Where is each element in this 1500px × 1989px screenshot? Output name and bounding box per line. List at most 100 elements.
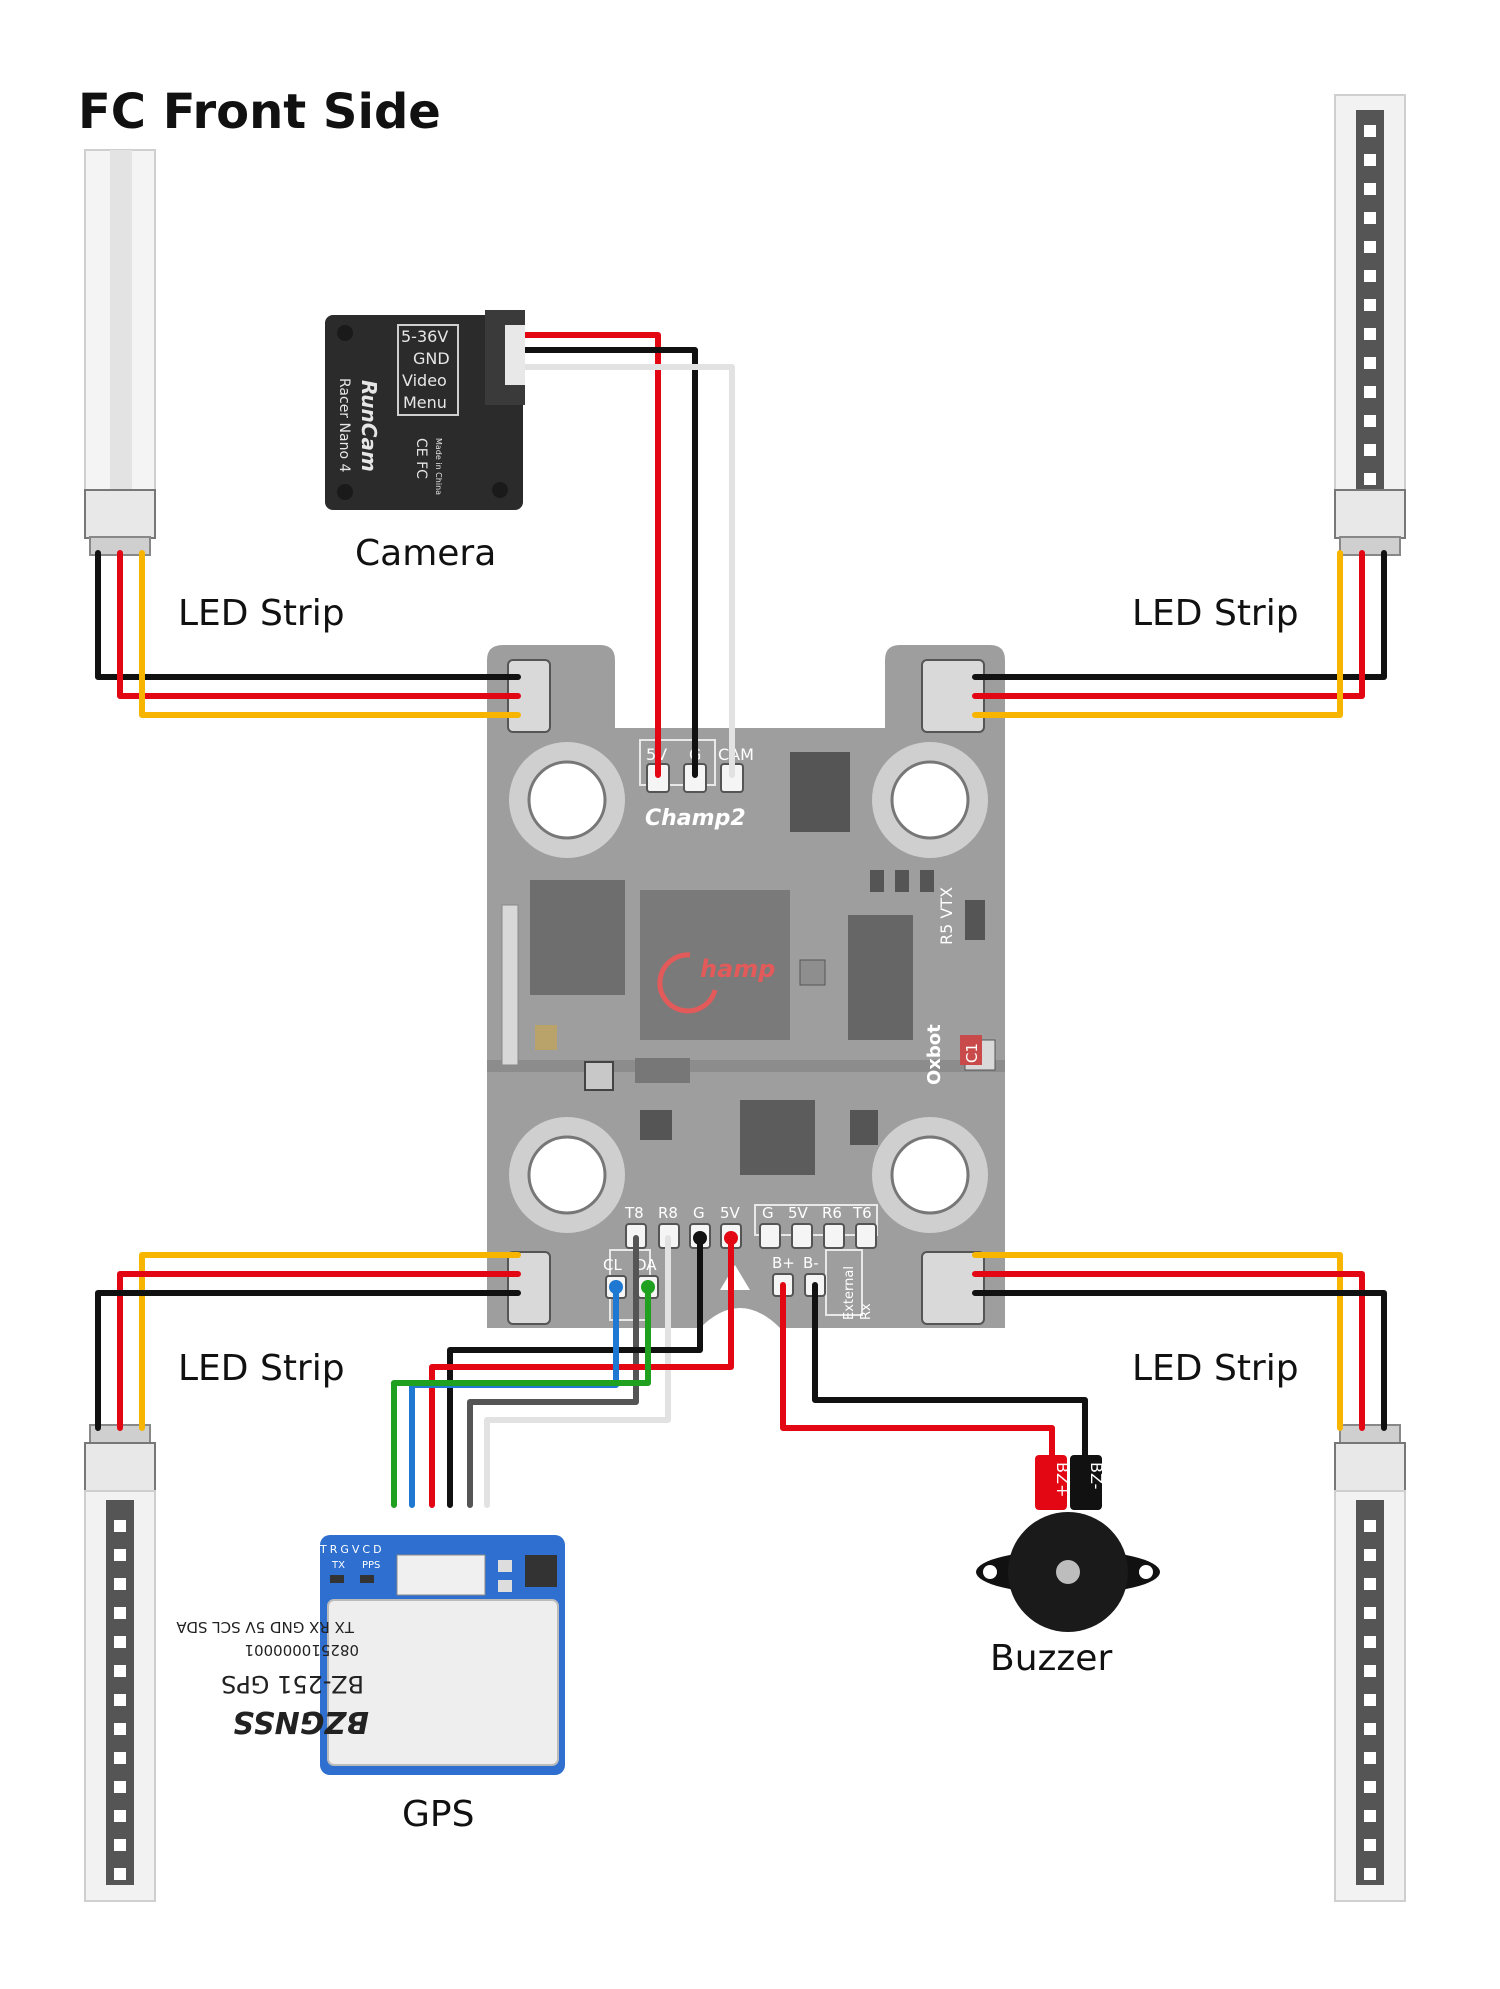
fc-silk-c1: C1 — [963, 1043, 981, 1063]
led-chip — [1364, 1520, 1376, 1532]
camera-pin-menu: Menu — [403, 393, 447, 412]
buzzer-neg-label: BZ- — [1087, 1462, 1106, 1489]
fc-silk-external: External — [842, 1266, 857, 1320]
fc-silk-cl: CL — [603, 1256, 622, 1274]
led-strip-top-right-label: LED Strip — [1132, 593, 1299, 634]
camera-wire-gnd — [502, 347, 698, 778]
gps-module: TRGVCD TX PPS TX RX GND 5V SCL SDA 08251… — [176, 1535, 565, 1775]
led-strip-bottom-right-label: LED Strip — [1132, 1348, 1299, 1389]
led-chip — [114, 1607, 126, 1619]
camera-pin-gnd: GND — [413, 349, 450, 368]
led-chip — [1364, 386, 1376, 398]
gps-silk-tx: TX — [331, 1560, 345, 1571]
led-chip — [1364, 1665, 1376, 1677]
led-br-wire-red — [972, 1271, 1365, 1431]
led-strip-top-left-label: LED Strip — [178, 593, 345, 634]
led-strip-bottom-left — [84, 1424, 156, 1902]
led-chip — [1364, 270, 1376, 282]
led-chip — [114, 1868, 126, 1880]
gps-model: BZ-251 GPS — [221, 1670, 364, 1698]
led-strip-bottom-right — [1334, 1424, 1406, 1902]
led-chip — [1364, 1694, 1376, 1706]
fc-silk-bminus: B- — [803, 1254, 819, 1272]
fc-logo-text: hamp — [700, 955, 775, 983]
camera-wire-5v — [502, 332, 661, 778]
gps-wire-5v — [429, 1235, 734, 1508]
led-chip — [1364, 1607, 1376, 1619]
led-br-wire-yellow — [972, 1252, 1343, 1431]
led-chip — [1364, 473, 1376, 485]
buzzer-wire-pos — [780, 1282, 1055, 1463]
gps-silk-pps: PPS — [362, 1560, 380, 1571]
camera-pin-video: Video — [402, 371, 447, 390]
led-bl-wire-black — [95, 1290, 521, 1431]
camera-wire-video — [502, 364, 735, 778]
gps-serial: 082510000001 — [244, 1641, 359, 1659]
led-tr-wire-black — [972, 550, 1387, 680]
fc-silk-r5-vtx: R5 VTX — [937, 887, 956, 945]
gps-wire-gnd — [447, 1235, 703, 1508]
led-chip — [1364, 241, 1376, 253]
camera-brand: RunCam — [357, 380, 381, 472]
led-chip — [114, 1549, 126, 1561]
camera-origin: Made in China — [434, 438, 443, 495]
camera-label: Camera — [355, 533, 496, 574]
led-chip — [1364, 328, 1376, 340]
fc-silk-t8: T8 — [624, 1204, 644, 1222]
fc-name: Champ2 — [645, 806, 746, 831]
led-chip — [1364, 357, 1376, 369]
led-tr-wire-red — [972, 550, 1365, 699]
fc-silk-t6: T6 — [852, 1204, 872, 1222]
led-tl-wire-black — [95, 550, 521, 680]
camera-model: Racer Nano 4 — [336, 378, 352, 472]
led-chip — [1364, 1723, 1376, 1735]
led-chip — [114, 1839, 126, 1851]
led-chip — [1364, 1839, 1376, 1851]
led-tl-wire-red — [117, 550, 521, 699]
gps-wire-sda — [391, 1284, 651, 1508]
camera: 5-36V GND Video Menu RunCam Racer Nano 4… — [325, 310, 525, 510]
fc-silk-bplus: B+ — [772, 1254, 795, 1272]
fc-silk-da: DA — [635, 1256, 657, 1274]
led-chip — [1364, 444, 1376, 456]
led-chip — [1364, 1752, 1376, 1764]
gps-brand: BZGNSS — [233, 1704, 370, 1739]
led-chip — [114, 1578, 126, 1590]
led-tl-wire-yellow — [139, 550, 521, 718]
buzzer-pos-label: BZ+ — [1053, 1462, 1072, 1497]
led-chip — [114, 1781, 126, 1793]
led-tr-wire-yellow — [972, 550, 1343, 718]
led-chip — [114, 1665, 126, 1677]
led-chip — [1364, 1549, 1376, 1561]
led-strip-top-left — [84, 149, 156, 556]
led-chip — [1364, 299, 1376, 311]
led-chip — [114, 1636, 126, 1648]
gps-wire-rx — [467, 1235, 639, 1508]
led-strip-bottom-left-label: LED Strip — [178, 1348, 345, 1389]
camera-cert: CE FC — [413, 438, 429, 479]
fc-silk-5v-gps: 5V — [720, 1204, 741, 1222]
gps-pins: TRGVCD — [319, 1543, 385, 1556]
led-chip — [1364, 1868, 1376, 1880]
led-chip — [1364, 1781, 1376, 1793]
led-chip — [1364, 1636, 1376, 1648]
fc-silk-5v-rx: 5V — [788, 1204, 809, 1222]
led-bl-wire-red — [117, 1271, 521, 1431]
led-chip — [114, 1723, 126, 1735]
buzzer-label: Buzzer — [990, 1638, 1112, 1679]
led-chip — [1364, 212, 1376, 224]
buzzer: BZ+ BZ- — [976, 1455, 1160, 1632]
led-chip — [1364, 183, 1376, 195]
led-chip — [1364, 154, 1376, 166]
led-chip — [1364, 1578, 1376, 1590]
led-chip — [1364, 415, 1376, 427]
led-bl-wire-yellow — [139, 1252, 521, 1431]
led-strip-top-right — [1334, 94, 1406, 556]
led-chip — [114, 1694, 126, 1706]
fc-silk-r6: R6 — [822, 1204, 842, 1222]
led-chip — [1364, 125, 1376, 137]
gps-module-pins: TX RX GND 5V SCL SDA — [176, 1618, 355, 1636]
fc-silk-rx: Rx — [859, 1303, 874, 1320]
led-chip — [114, 1520, 126, 1532]
